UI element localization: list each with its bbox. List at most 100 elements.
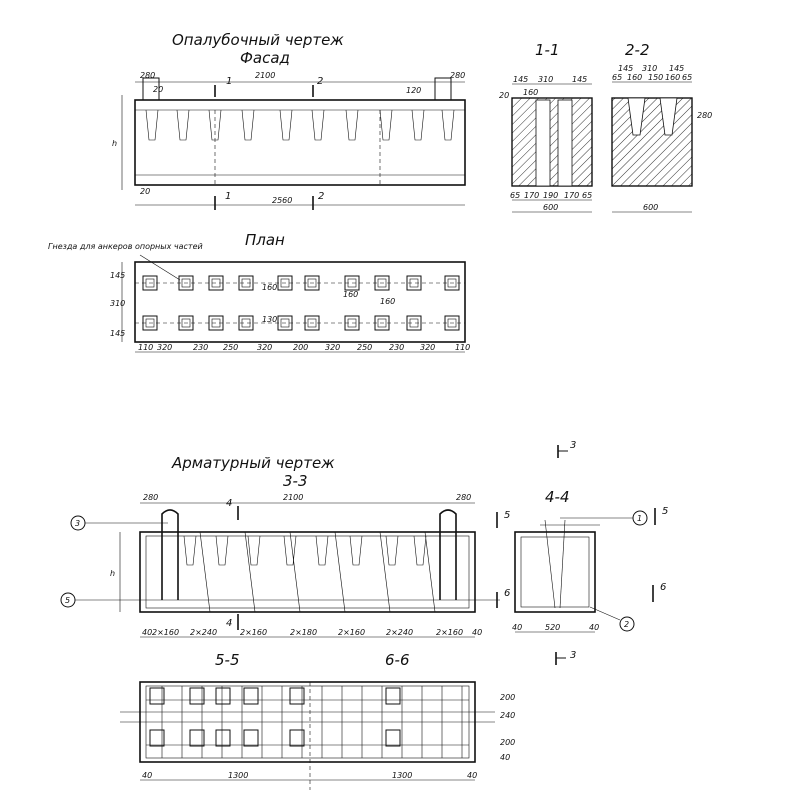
rebar-stirrup-5 [379, 531, 391, 613]
rebar-stirrup-6 [424, 531, 436, 613]
callout-2: 2 [619, 616, 635, 632]
plan-bottom-dim-6: 200 [293, 343, 308, 352]
sec11-top-dim-1: 145 [513, 75, 528, 84]
sec11-top-dim-2: 310 [538, 75, 553, 84]
facade-dim-20: 20 [153, 85, 163, 94]
rebar-socket-6 [349, 535, 363, 566]
plan-bottom-dim-7: 320 [325, 343, 340, 352]
sec22-sub-dim-2: 160 [627, 73, 642, 82]
section-1-1: 1-1 145 310 145 160 20 65 170 190 170 65… [499, 41, 593, 213]
section-4-4: 4-4 40 520 40 [512, 488, 621, 633]
bottom-side-dim-3: 200 [500, 738, 515, 747]
bottom-socket-top-3 [215, 687, 231, 705]
section-5-5-title: 5-5 [215, 651, 240, 669]
bottom-dim-right: 40 [467, 771, 477, 780]
bottom-socket-bottom-3 [215, 729, 231, 747]
plan-bottom-dim-3: 230 [193, 343, 208, 352]
sec11-top-dim-3: 145 [572, 75, 587, 84]
callout-2-label: 2 [624, 620, 629, 629]
plan-socket-bottom-9 [406, 315, 422, 331]
callout-1: 1 [560, 510, 648, 526]
rebar-cut-4-top: 4 [226, 498, 232, 509]
rebar-socket-4 [283, 535, 297, 566]
plan-bottom-dim-2: 320 [157, 343, 172, 352]
sec11-bottom-dim-2: 170 [524, 191, 539, 200]
section-3-mark-top: 3 [570, 440, 576, 451]
facade-socket-4 [241, 109, 255, 141]
facade-socket-8 [379, 109, 393, 141]
section-4-4-title: 4-4 [545, 488, 570, 506]
anchor-note: Гнезда для анкеров опорных частей [48, 242, 203, 251]
facade-dim-end-left: 280 [140, 71, 155, 80]
rebar-socket-8 [413, 535, 427, 566]
rebar-bottom-dim-9: 40 [472, 628, 482, 637]
plan-socket-top-4 [238, 275, 254, 291]
bottom-socket-top-6 [385, 687, 401, 705]
sec22-sub-dim-5: 65 [682, 73, 692, 82]
cut-6-right: 6 [660, 582, 666, 593]
bottom-socket-top-2 [189, 687, 205, 705]
plan-side-dim-3: 145 [110, 329, 125, 338]
rebar-bottom-dim-2: 2×160 [152, 628, 179, 637]
bottom-plan-grid [146, 682, 469, 790]
sec11-inner-dim: 160 [523, 88, 538, 97]
sec22-width: 600 [643, 203, 658, 212]
facade-dim-total: 2560 [272, 196, 292, 205]
bottom-socket-top-5 [289, 687, 305, 705]
section-1-1-title: 1-1 [535, 41, 560, 59]
bottom-socket-bottom-2 [189, 729, 205, 747]
bottom-side-dim-1: 200 [500, 693, 515, 702]
plan-socket-inner-top-8 [377, 278, 387, 288]
section-2-2: 2-2 145 310 145 65 160 150 160 65 280 60… [611, 41, 712, 213]
rebar-dim-mid: 2100 [283, 493, 303, 502]
bottom-socket-bottom-1 [149, 729, 165, 747]
plan-inner-mark-4: 160 [380, 297, 395, 306]
plan-bottom-dim-8: 250 [357, 343, 372, 352]
rebar-bottom-dim-3: 2×240 [190, 628, 217, 637]
sec44-dim-right: 40 [589, 623, 599, 632]
plan-title: План [245, 231, 285, 249]
sec11-bottom-dim-5: 65 [582, 191, 592, 200]
rebar-bottom-dim-1: 40 [142, 628, 152, 637]
plan-bottom-dim-10: 320 [420, 343, 435, 352]
plan-socket-inner-top-2 [181, 278, 191, 288]
callout-5-label: 5 [65, 596, 70, 605]
rebar-bottom-dim-6: 2×160 [338, 628, 365, 637]
rebar-dim-end-left: 280 [143, 493, 158, 502]
facade-socket-5 [279, 109, 293, 141]
callout-3: 3 [70, 515, 168, 531]
rebar-stirrup-4 [334, 531, 346, 613]
bottom-dim-left: 40 [142, 771, 152, 780]
facade-height-mark: h [112, 139, 117, 148]
plan-socket-top-9 [406, 275, 422, 291]
facade-socket-7 [345, 109, 359, 141]
facade-cut-2-bottom: 2 [318, 191, 324, 202]
sec22-top-dim-3: 145 [669, 64, 684, 73]
facade-cut-1-top: 1 [226, 76, 232, 87]
facade-socket-6 [311, 109, 325, 141]
rebar-bottom-dim-4: 2×160 [240, 628, 267, 637]
facade-title: Фасад [240, 49, 290, 67]
facade-socket-1 [145, 109, 159, 141]
sec11-side-dim: 20 [499, 91, 509, 100]
sec11-bottom-dim-3: 190 [543, 191, 558, 200]
plan-socket-inner-bottom-2 [181, 318, 191, 328]
plan-socket-inner-bottom-10 [447, 318, 457, 328]
facade-dim-mid: 2100 [255, 71, 275, 80]
plan-inner-mark-3: 160 [343, 290, 358, 299]
section-2-2-title: 2-2 [625, 41, 650, 59]
plan-bottom-dim-1: 110 [138, 343, 153, 352]
plan-view: Гнезда для анкеров опорных частей 110 320… [48, 242, 470, 353]
plan-bottom-dim-11: 110 [455, 343, 470, 352]
plan-side-dim-2: 310 [110, 299, 125, 308]
facade-cut-2-top: 2 [317, 76, 323, 87]
anchor-note-text: Гнезда для анкеров опорных частей [48, 242, 203, 251]
rebar-stirrup-1 [199, 531, 211, 613]
sec22-sub-dim-3: 150 [648, 73, 663, 82]
plan-bottom-dim-5: 320 [257, 343, 272, 352]
sec22-sub-dim-4: 160 [665, 73, 680, 82]
plan-socket-inner-top-6 [307, 278, 317, 288]
